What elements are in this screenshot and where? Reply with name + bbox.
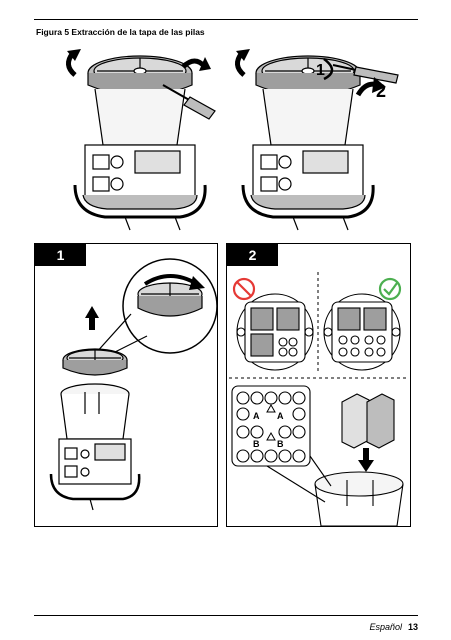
illustration-cap-removal-right: 1 2 — [235, 49, 399, 231]
illustration-lift-cap — [49, 258, 217, 511]
footer-language: Español — [369, 622, 402, 632]
tray-label-b-right: B — [277, 439, 284, 449]
warning-icon — [266, 431, 276, 441]
top-step-marker-2: 2 — [376, 81, 386, 101]
step-panel-2: 2 — [226, 243, 411, 527]
incorrect-icon — [232, 277, 256, 301]
top-step-marker-1: 1 — [316, 62, 325, 79]
tray-label-a-left: A — [253, 411, 260, 421]
footer-rule — [34, 615, 418, 616]
tray-label-a-right: A — [277, 411, 284, 421]
tray-label-b-left: B — [253, 439, 260, 449]
panel-number-1: 1 — [35, 244, 86, 266]
warning-icon — [266, 403, 276, 413]
panel-number-2: 2 — [227, 244, 278, 266]
illustration-battery-orientation: A A B B — [229, 272, 408, 526]
figure-caption: Figura 5 Extracción de la tapa de las pi… — [36, 27, 205, 37]
step-panel-1: 1 — [34, 243, 218, 527]
page-number: 13 — [407, 622, 418, 632]
page-footer: Español 13 — [369, 622, 418, 632]
header-rule — [34, 19, 418, 20]
correct-icon — [378, 277, 402, 301]
illustration-cap-removal-left — [66, 49, 216, 231]
